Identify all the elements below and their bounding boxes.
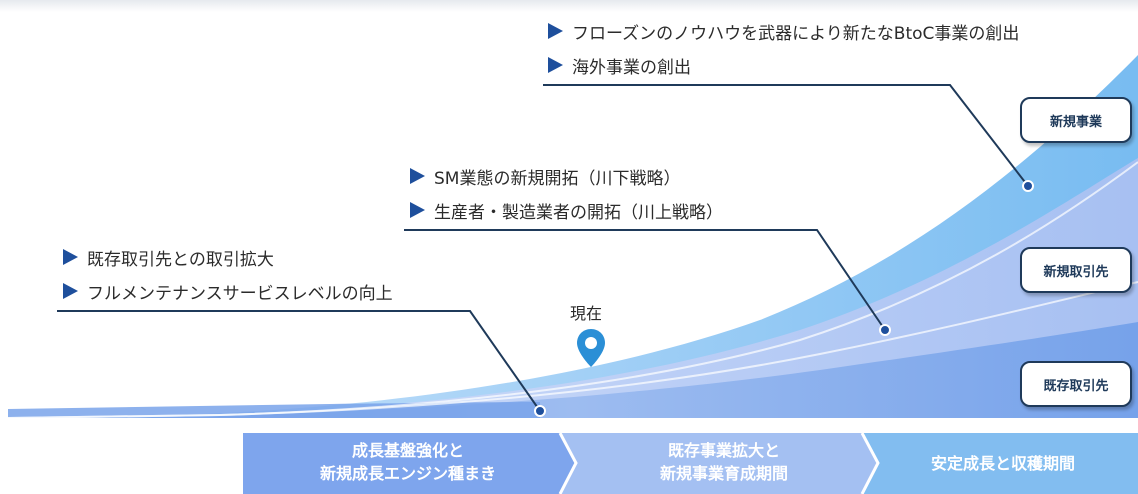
layer-highlight — [7, 281, 1138, 419]
bullet-item: 海外事業の創出 — [546, 48, 1019, 82]
phase-line: 既存事業拡大と — [667, 441, 780, 460]
tag-new-business: 新規事業 — [1020, 97, 1132, 143]
phase-arrow-3 — [862, 433, 1138, 494]
marker-new-business — [1022, 180, 1034, 192]
layer-highlight-2 — [7, 161, 1138, 419]
phase-arrow-1 — [243, 433, 578, 494]
triangle-bullet-icon — [410, 168, 425, 184]
phase-arrow-2 — [560, 433, 880, 494]
leader-line-new-clients — [404, 229, 886, 331]
top-shadow — [0, 0, 1138, 12]
bullet-text: SM業態の新規開拓（川下戦略） — [434, 168, 681, 189]
triangle-bullet-icon — [63, 249, 78, 265]
triangle-bullet-icon — [548, 57, 563, 73]
phase-line: 安定成長と収穫期間 — [930, 454, 1075, 473]
tag-existing: 既存取引先 — [1020, 361, 1132, 407]
leader-line-existing — [57, 310, 541, 412]
baseline-band — [8, 402, 540, 418]
phase-line: 成長基盤強化と — [351, 441, 464, 460]
bullet-text: 海外事業の創出 — [572, 57, 691, 78]
current-label: 現在 — [570, 304, 603, 323]
phase-label-3: 安定成長と収穫期間 — [878, 452, 1128, 475]
phase-divider-1 — [558, 432, 578, 494]
phase-label-2: 既存事業拡大と 新規事業育成期間 — [576, 439, 872, 485]
bullet-text: 既存取引先との取引拡大 — [87, 249, 274, 270]
triangle-bullet-icon — [410, 202, 425, 218]
bullet-group-existing: 既存取引先との取引拡大 フルメンテナンスサービスレベルの向上 — [61, 240, 393, 308]
layer-new-clients — [8, 158, 1138, 418]
bullet-group-new-clients: SM業態の新規開拓（川下戦略） 生産者・製造業者の開拓（川上戦略） — [408, 159, 723, 227]
phase-label-1: 成長基盤強化と 新規成長エンジン種まき — [243, 439, 573, 485]
phase-line: 新規事業育成期間 — [659, 464, 788, 483]
marker-new-clients — [879, 324, 891, 336]
bullet-text: 生産者・製造業者の開拓（川上戦略） — [434, 202, 723, 223]
bullet-group-new-business: フローズンのノウハウを武器により新たなBtoC事業の創出 海外事業の創出 — [546, 14, 1019, 82]
bullet-item: フルメンテナンスサービスレベルの向上 — [61, 274, 393, 308]
phase-divider-2 — [860, 432, 880, 494]
location-pin-icon — [577, 329, 605, 367]
tag-new-clients: 新規取引先 — [1020, 247, 1132, 293]
triangle-bullet-icon — [63, 283, 78, 299]
bullet-text: フルメンテナンスサービスレベルの向上 — [87, 283, 393, 304]
bullet-item: SM業態の新規開拓（川下戦略） — [408, 159, 723, 193]
leader-line-new-business — [543, 84, 1029, 187]
triangle-bullet-icon — [548, 23, 563, 39]
bullet-item: 生産者・製造業者の開拓（川上戦略） — [408, 193, 723, 227]
bullet-text: フローズンのノウハウを武器により新たなBtoC事業の創出 — [572, 23, 1020, 44]
bullet-item: フローズンのノウハウを武器により新たなBtoC事業の創出 — [546, 14, 1019, 48]
layer-existing — [8, 322, 1138, 418]
phase-line: 新規成長エンジン種まき — [319, 464, 496, 483]
marker-existing — [534, 405, 546, 417]
bullet-item: 既存取引先との取引拡大 — [61, 240, 393, 274]
